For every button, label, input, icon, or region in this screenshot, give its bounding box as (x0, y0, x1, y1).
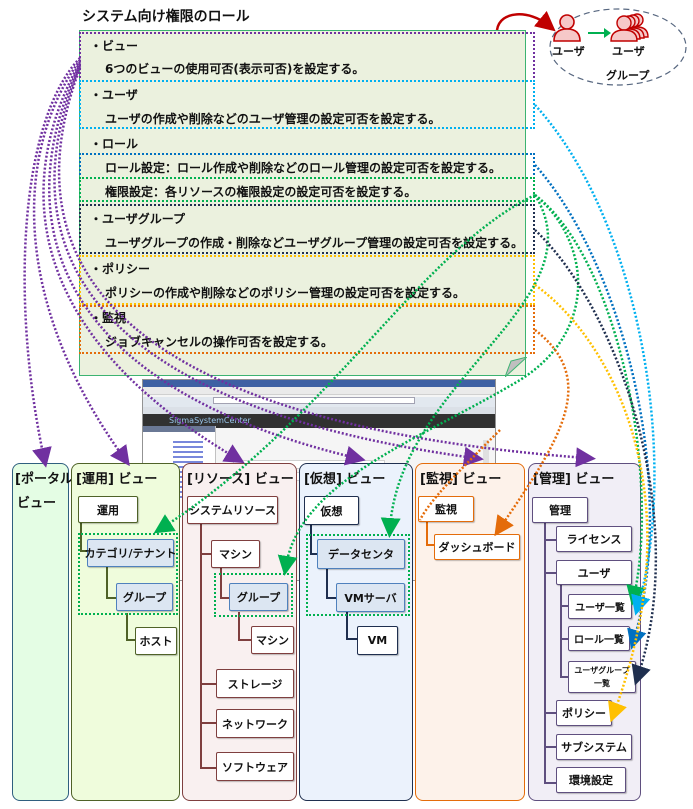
node-virtual-vm-server[interactable]: VMサーバ (336, 583, 405, 612)
note-row-role-setting: ロール設定：ロール作成や削除などのロール管理の設定可否を設定する。 (105, 161, 502, 175)
node-admin-user[interactable]: ユーザ (556, 560, 632, 585)
panel-portal-title: [ポータル] (15, 472, 79, 487)
node-ops-category-tenant[interactable]: カテゴリ/テナント (84, 539, 177, 567)
panel-virtual-title: [仮想] ビュー (304, 472, 386, 487)
panel-portal-view: [ポータル] ビュー (12, 463, 79, 801)
user-icon (553, 14, 581, 42)
node-virtual-vm[interactable]: VM (357, 626, 398, 655)
connector (346, 612, 358, 640)
node-virtual-root[interactable]: 仮想 (304, 496, 359, 525)
node-admin-license[interactable]: ライセンス (556, 526, 632, 552)
note-fold-corner (505, 357, 527, 377)
group-user-label: ユーザ (612, 45, 645, 58)
node-resource-group[interactable]: グループ (229, 583, 288, 611)
connector (200, 683, 216, 685)
user-group-illustration: ユーザ ユーザ グループ (540, 5, 688, 87)
screenshot-addressbar (143, 397, 495, 407)
connector (326, 569, 336, 599)
node-ops-host[interactable]: ホスト (135, 627, 177, 655)
note-row-permission-setting: 権限設定：各リソースの権限設定の設定可否を設定する。 (105, 185, 417, 199)
node-admin-user-list[interactable]: ユーザ一覧 (568, 594, 632, 619)
note-row-policy-head: ・ポリシー (90, 262, 151, 276)
connector (544, 712, 556, 714)
node-resource-network[interactable]: ネットワーク (216, 709, 294, 738)
note-row-role-head: ・ロール (90, 137, 139, 151)
screenshot-menubar (143, 387, 495, 395)
permission-scope-virtual (306, 534, 410, 616)
connector (200, 553, 212, 555)
note-row-view-desc: 6つのビューの使用可否(表示可否)を設定する。 (105, 62, 365, 76)
connector (560, 585, 562, 678)
node-resource-group-machine[interactable]: マシン (251, 626, 294, 654)
user-group-icon (610, 13, 649, 42)
note-row-usergroup-head: ・ユーザグループ (90, 212, 186, 226)
connector (560, 638, 568, 640)
panel-monitor-title: [監視] ビュー (420, 472, 502, 487)
connector (560, 605, 568, 607)
node-admin-usergroup-list-line1: ユーザグループ (574, 666, 630, 675)
panel-portal-title-2: ビュー (17, 496, 57, 511)
connector (544, 746, 556, 748)
node-admin-role-list[interactable]: ロール一覧 (568, 626, 630, 651)
connector (560, 676, 568, 678)
connector (220, 567, 230, 599)
connector (200, 767, 216, 769)
connector (200, 521, 202, 769)
node-admin-subsystem[interactable]: サブシステム (556, 734, 632, 760)
connector (544, 782, 556, 784)
screenshot-tabbar (143, 407, 495, 414)
connector (544, 522, 546, 784)
panel-resource-title: [リソース] ビュー (187, 472, 294, 487)
node-admin-usergroup-list-line2: 一覧 (594, 679, 610, 688)
note-row-policy-desc: ポリシーの作成や削除などのポリシー管理の設定可否を設定する。 (105, 286, 466, 300)
note-row-monitor-head: ・監視 (90, 311, 127, 325)
panel-admin-title: [管理] ビュー (533, 472, 615, 487)
screenshot-titlebar (143, 380, 495, 387)
node-admin-policy[interactable]: ポリシー (556, 700, 612, 726)
connector (544, 572, 556, 574)
node-admin-environment[interactable]: 環境設定 (556, 767, 626, 793)
note-row-user-desc: ユーザの作成や削除などのユーザ管理の設定可否を設定する。 (105, 112, 441, 126)
permission-scope-ops (78, 533, 178, 615)
connector (238, 612, 252, 641)
diagram-title: システム向け権限のロール (82, 9, 250, 25)
node-ops-group[interactable]: グループ (116, 583, 173, 611)
user-group-graphics (549, 8, 687, 86)
note-row-monitor-desc: ジョブキャンセルの操作可否を設定する。 (105, 335, 334, 349)
node-monitor-root[interactable]: 監視 (418, 496, 474, 522)
connector (544, 539, 556, 541)
note-row-view-head: ・ビュー (90, 39, 139, 53)
permission-scope-resource (214, 573, 293, 617)
node-resource-storage[interactable]: ストレージ (216, 669, 294, 698)
group-label: グループ (606, 69, 650, 82)
connector (200, 722, 216, 724)
note-row-user-head: ・ユーザ (90, 88, 138, 102)
node-monitor-dashboard[interactable]: ダッシュボード (434, 534, 520, 560)
node-ops-root[interactable]: 運用 (78, 496, 138, 523)
connector (106, 566, 116, 599)
note-row-usergroup-desc: ユーザグループの作成・削除などユーザグループ管理の設定可否を設定する。 (105, 236, 524, 250)
node-resource-software[interactable]: ソフトウェア (216, 752, 294, 781)
panel-ops-title: [運用] ビュー (76, 472, 158, 487)
arrow-view-portal (23, 57, 81, 468)
node-admin-usergroup-list[interactable]: ユーザグループ 一覧 (568, 661, 636, 693)
user-label: ユーザ (552, 45, 585, 58)
connector (80, 519, 88, 552)
node-resource-root[interactable]: システムリソース (187, 496, 278, 524)
connector (126, 613, 136, 641)
node-resource-machine[interactable]: マシン (211, 540, 260, 568)
node-admin-root[interactable]: 管理 (532, 497, 588, 523)
